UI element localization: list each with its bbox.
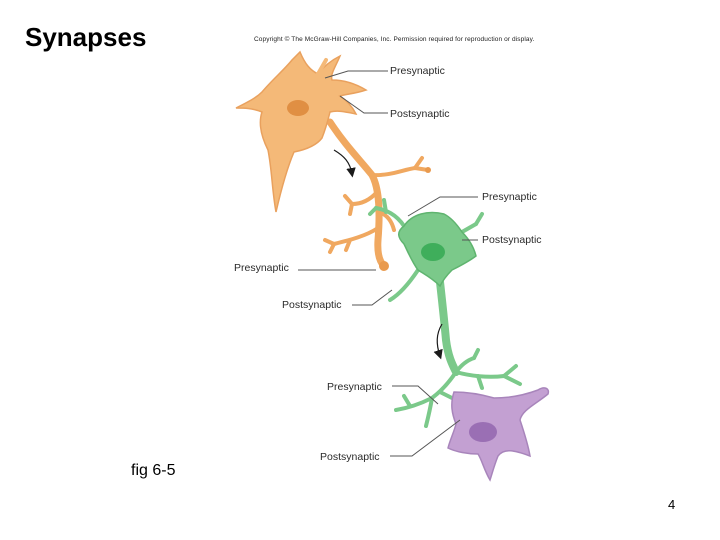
slide-title: Synapses [25, 22, 147, 52]
label-presynaptic-3: Presynaptic [234, 262, 289, 274]
leader-line-6 [352, 289, 393, 306]
neuron-middle [368, 198, 522, 428]
label-postsynaptic-3: Postsynaptic [282, 299, 342, 311]
label-presynaptic-4: Presynaptic [327, 381, 382, 393]
label-postsynaptic-2: Postsynaptic [482, 234, 542, 246]
label-postsynaptic-4: Postsynaptic [320, 451, 380, 463]
copyright-notice: Copyright © The McGraw-Hill Companies, I… [254, 36, 535, 43]
signal-arrow-2 [433, 323, 443, 360]
signal-arrow-1 [333, 149, 356, 178]
figure-caption: fig 6-5 [131, 462, 176, 479]
label-presynaptic-1: Presynaptic [390, 65, 445, 77]
label-postsynaptic-1: Postsynaptic [390, 108, 450, 120]
page-number: 4 [668, 497, 676, 512]
leader-line-7 [392, 385, 439, 405]
neuron-bottom [447, 387, 550, 482]
leader-line-1 [324, 70, 388, 79]
leader-line-8 [390, 419, 461, 457]
neuron-top [235, 50, 431, 271]
label-presynaptic-2: Presynaptic [482, 191, 537, 203]
leader-line-2 [339, 95, 388, 114]
leader-line-3 [407, 196, 478, 217]
